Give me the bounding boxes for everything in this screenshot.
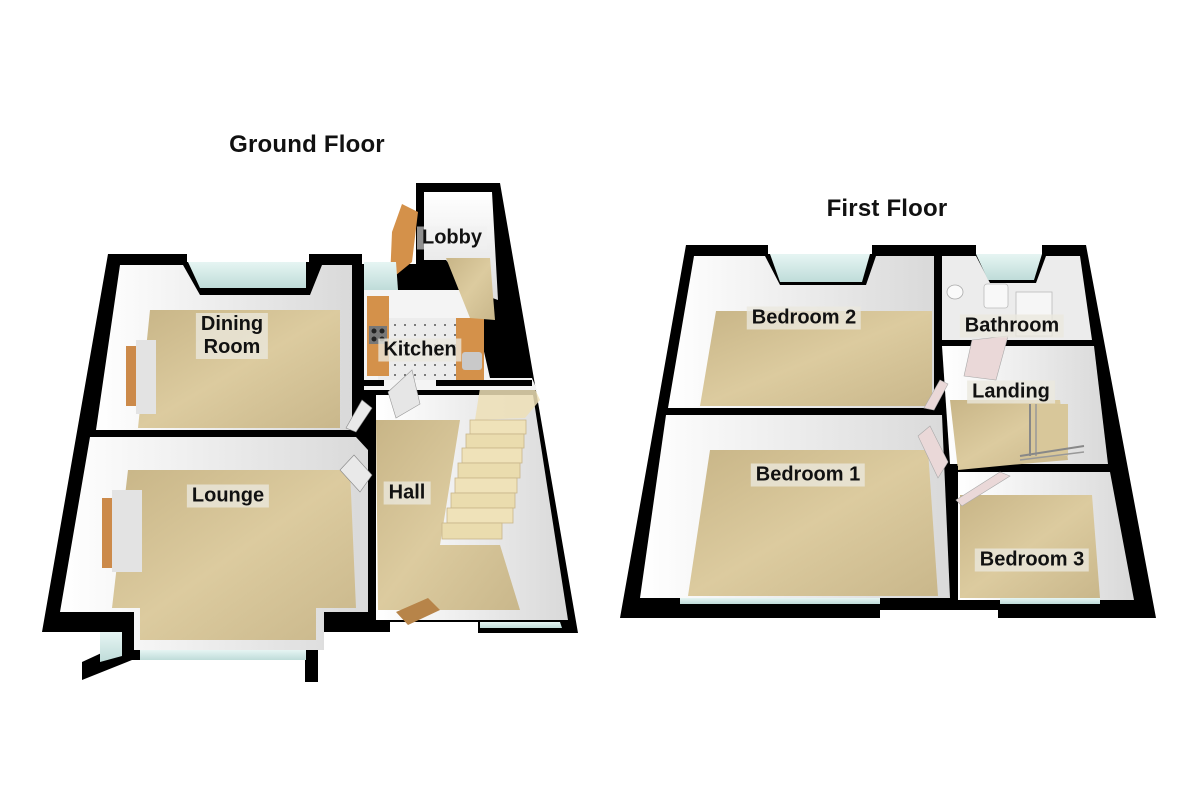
bathroom-wall-left	[934, 254, 942, 346]
first-front-window-left	[680, 598, 880, 604]
bedroom-1-door	[917, 425, 949, 479]
room-label-landing: Landing	[967, 380, 1055, 404]
dining-room-floor	[138, 310, 340, 428]
room-label-bathroom: Bathroom	[959, 314, 1065, 338]
sink-icon	[462, 352, 482, 370]
room-label-lounge: Lounge	[186, 484, 270, 508]
room-label-lobby: Lobby	[417, 226, 487, 250]
lounge-fireplace	[102, 498, 112, 568]
wall-bathroom-landing	[990, 340, 1094, 346]
wall-dining-lounge	[90, 430, 365, 437]
dining-fireplace	[126, 346, 136, 406]
landing-banister	[1019, 404, 1085, 461]
kitchen-wall-bottom-right	[436, 380, 532, 386]
bedroom-3-door	[955, 471, 1011, 507]
bedroom-2-window	[770, 254, 870, 282]
room-label-bedroom-1: Bedroom 1	[750, 463, 866, 487]
bedroom-2-door	[923, 379, 949, 411]
room-label-hall: Hall	[383, 481, 431, 505]
room-label-line: Dining	[200, 313, 264, 335]
lounge-side-window	[100, 632, 122, 662]
room-label-dining-room: Dining Room	[195, 313, 269, 359]
room-label-bedroom-3: Bedroom 3	[974, 548, 1090, 572]
lobby-window	[364, 262, 398, 290]
dining-hearth	[136, 340, 156, 414]
room-label-bedroom-2: Bedroom 2	[746, 306, 862, 330]
basin-icon	[946, 284, 964, 300]
lounge-hearth	[112, 490, 142, 572]
bedroom-2-floor	[700, 311, 932, 406]
lounge-floor	[112, 470, 356, 640]
kitchen-wall-left	[357, 264, 364, 436]
dining-door	[345, 399, 373, 433]
bedroom-3-floor	[960, 495, 1100, 598]
lounge-door	[339, 454, 373, 493]
bathroom-window	[976, 254, 1042, 280]
dining-room-window	[188, 262, 306, 288]
first-front-window-right	[1000, 598, 1100, 604]
lounge-bay-window	[140, 650, 306, 660]
toilet-icon	[983, 283, 1009, 309]
room-label-kitchen: Kitchen	[378, 338, 462, 362]
ground-floor-plan	[42, 183, 578, 682]
front-door	[396, 598, 440, 625]
kitchen-door	[387, 369, 421, 419]
front-door-window	[480, 622, 562, 628]
hall-floor	[376, 420, 520, 610]
first-floor-plan	[620, 245, 1156, 618]
lobby-door	[390, 204, 418, 280]
lobby-floor	[446, 258, 495, 320]
ground-floor-title: Ground Floor	[229, 131, 385, 158]
room-label-line: Room	[203, 336, 261, 358]
wall-lounge-hall	[368, 470, 376, 620]
wall-landing-bedroom3-horizontal	[1014, 466, 1110, 472]
wall-bedroom2-bedroom1	[666, 408, 950, 415]
first-floor-title: First Floor	[826, 195, 948, 222]
kitchen-wall-bottom	[364, 380, 384, 386]
wall-landing-bedroom3-vertical	[950, 466, 958, 608]
bedroom-1-floor	[688, 450, 938, 596]
